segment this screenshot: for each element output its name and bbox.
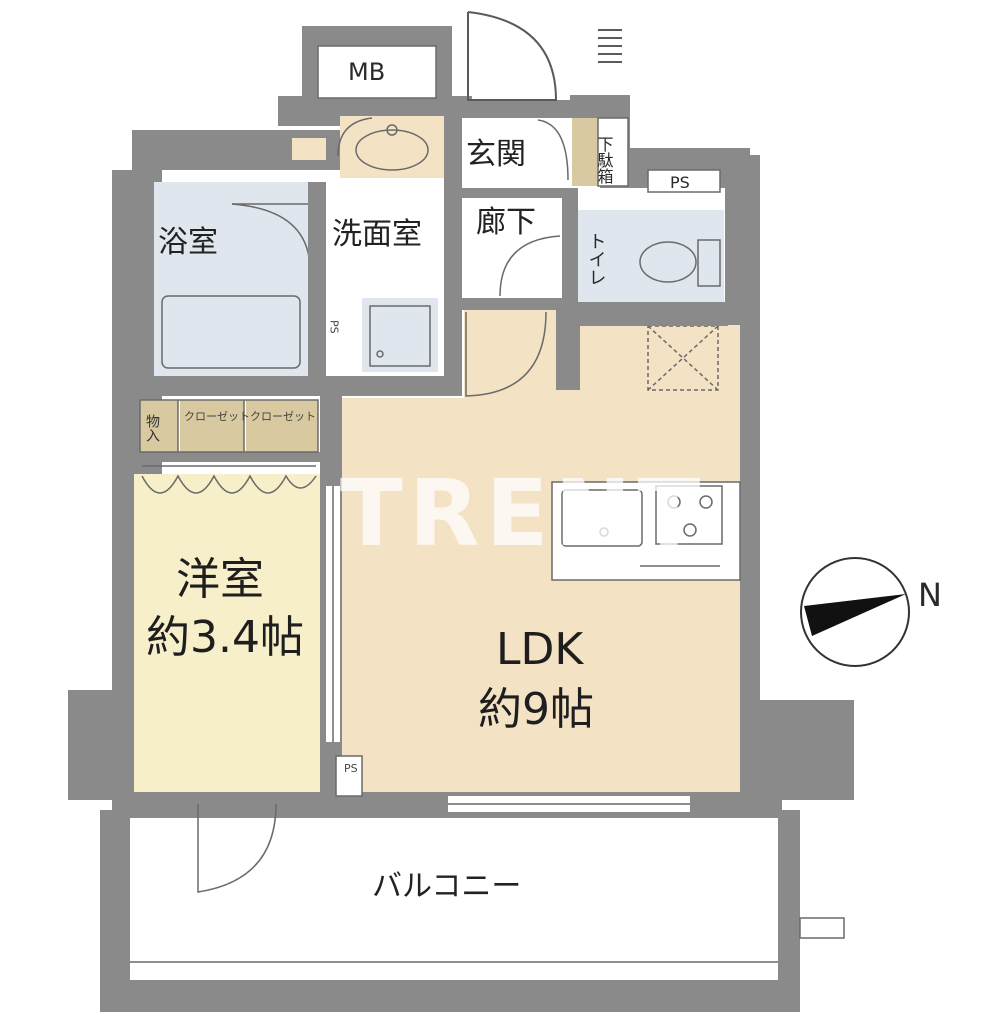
ldk-label: LDK — [496, 624, 584, 675]
closet-1-label: クローゼット — [184, 410, 250, 423]
mb-label: MB — [348, 58, 385, 86]
shoe-box — [572, 118, 598, 186]
ps-bottom — [336, 756, 362, 796]
toilet-label: トイレ — [586, 232, 607, 286]
entrance — [462, 118, 572, 188]
wash-basin-area — [340, 116, 444, 178]
ps-top — [648, 170, 720, 192]
balcony — [130, 818, 778, 980]
western-room-label: 洋室 — [176, 554, 264, 605]
kitchen-counter — [552, 482, 740, 580]
vent — [598, 29, 622, 63]
ps-bottom-label: PS — [344, 762, 358, 775]
storage-label: 物入 — [144, 414, 160, 442]
closet-2 — [246, 400, 318, 452]
closet-2-label: クローゼット — [250, 410, 316, 423]
ldk-size: 約9帖 — [478, 684, 594, 735]
bathroom-label: 浴室 — [158, 225, 218, 260]
watermark: TRENT — [340, 460, 706, 567]
doors — [197, 11, 569, 893]
western-room — [134, 474, 320, 792]
hallway-label: 廊下 — [476, 205, 536, 240]
storage — [140, 400, 178, 452]
shoe-box-label: 下駄箱 — [595, 136, 614, 184]
ps-top-label: PS — [670, 173, 690, 192]
ldk-room — [342, 310, 740, 792]
interior-walls — [138, 118, 728, 792]
bathroom — [154, 182, 308, 376]
washroom-label: 洗面室 — [332, 217, 422, 252]
mb-room — [318, 46, 436, 98]
entrance-label: 玄関 — [466, 137, 526, 172]
balcony-label: バルコニー — [372, 869, 521, 904]
ps-mid — [326, 306, 344, 376]
compass-icon: N — [800, 557, 942, 667]
hallway — [462, 198, 562, 298]
closet-1 — [180, 400, 244, 452]
compass-north-label: N — [918, 576, 942, 614]
western-room-size: 約3.4帖 — [146, 612, 304, 663]
ps-mid-label: PS — [328, 320, 341, 334]
